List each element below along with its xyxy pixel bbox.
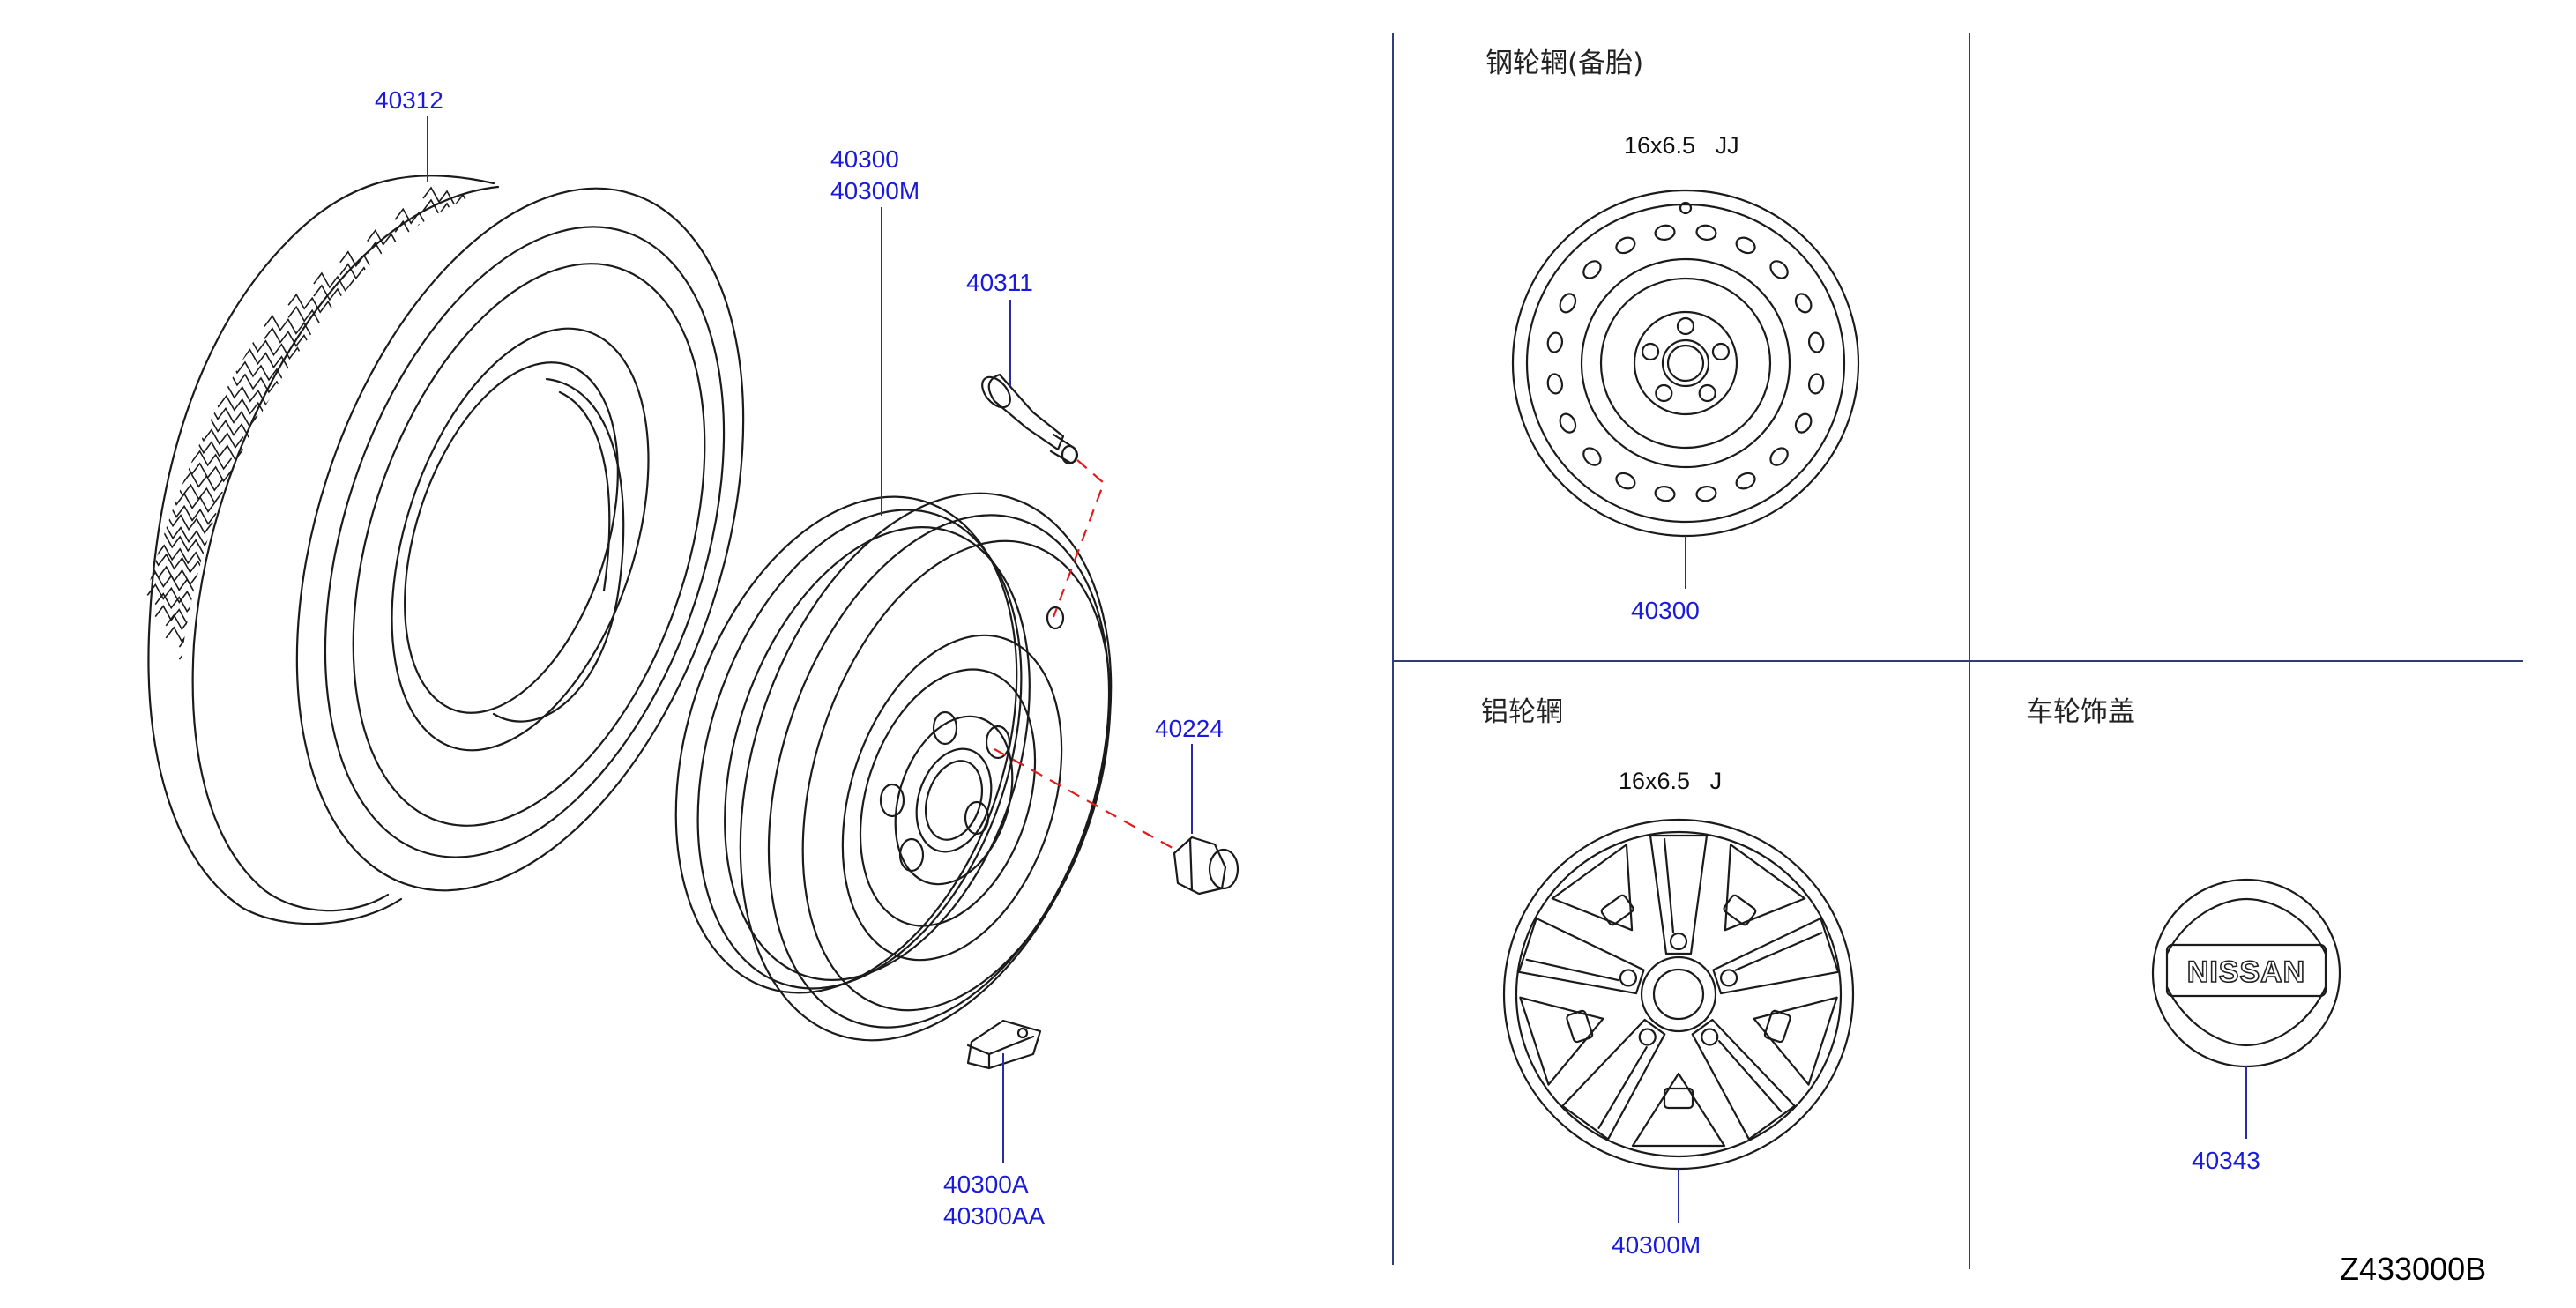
wheel-part-label-1[interactable]: 40300 xyxy=(830,145,899,173)
steel-spare-part-label[interactable]: 40300 xyxy=(1631,597,1700,624)
aluminum-wheel-drawing xyxy=(1502,818,1855,1171)
weight-part-label-1[interactable]: 40300A xyxy=(943,1171,1029,1198)
weight-part-label-2[interactable]: 40300AA xyxy=(943,1202,1046,1230)
steel-spare-size: 16x6.5 JJ xyxy=(1624,132,1739,159)
valve-part-label[interactable]: 40311 xyxy=(966,269,1033,296)
wheel-cap-part-label[interactable]: 40343 xyxy=(2192,1147,2260,1174)
diagram-code: Z433000B xyxy=(2340,1251,2486,1287)
nut-connector xyxy=(994,748,1173,849)
balance-weight-drawing xyxy=(966,1019,1042,1070)
wheel-cap-drawing: NISSAN xyxy=(2151,878,2341,1068)
aluminum-wheel-title: 铝轮辋 xyxy=(1481,696,1563,728)
valve-connector xyxy=(1052,459,1106,618)
panel-dividers xyxy=(1392,33,2523,1269)
nut-part-label[interactable]: 40224 xyxy=(1155,715,1224,742)
wheel-cap-title: 车轮饰盖 xyxy=(2026,696,2135,728)
wheel-nut-drawing xyxy=(1173,836,1240,896)
wheel-part-label-2[interactable]: 40300M xyxy=(830,177,919,204)
nissan-logo-text: NISSAN xyxy=(2187,955,2305,989)
steel-wheel-drawing xyxy=(674,492,1113,1042)
tire-drawing xyxy=(139,175,745,925)
aluminum-wheel-size: 16x6.5 J xyxy=(1619,768,1722,794)
steel-spare-title: 钢轮辋(备胎) xyxy=(1485,48,1643,79)
tire-part-label[interactable]: 40312 xyxy=(375,86,443,114)
valve-stem-drawing xyxy=(981,373,1079,465)
steel-spare-wheel-drawing xyxy=(1511,189,1860,538)
aluminum-wheel-part-label[interactable]: 40300M xyxy=(1612,1231,1701,1259)
